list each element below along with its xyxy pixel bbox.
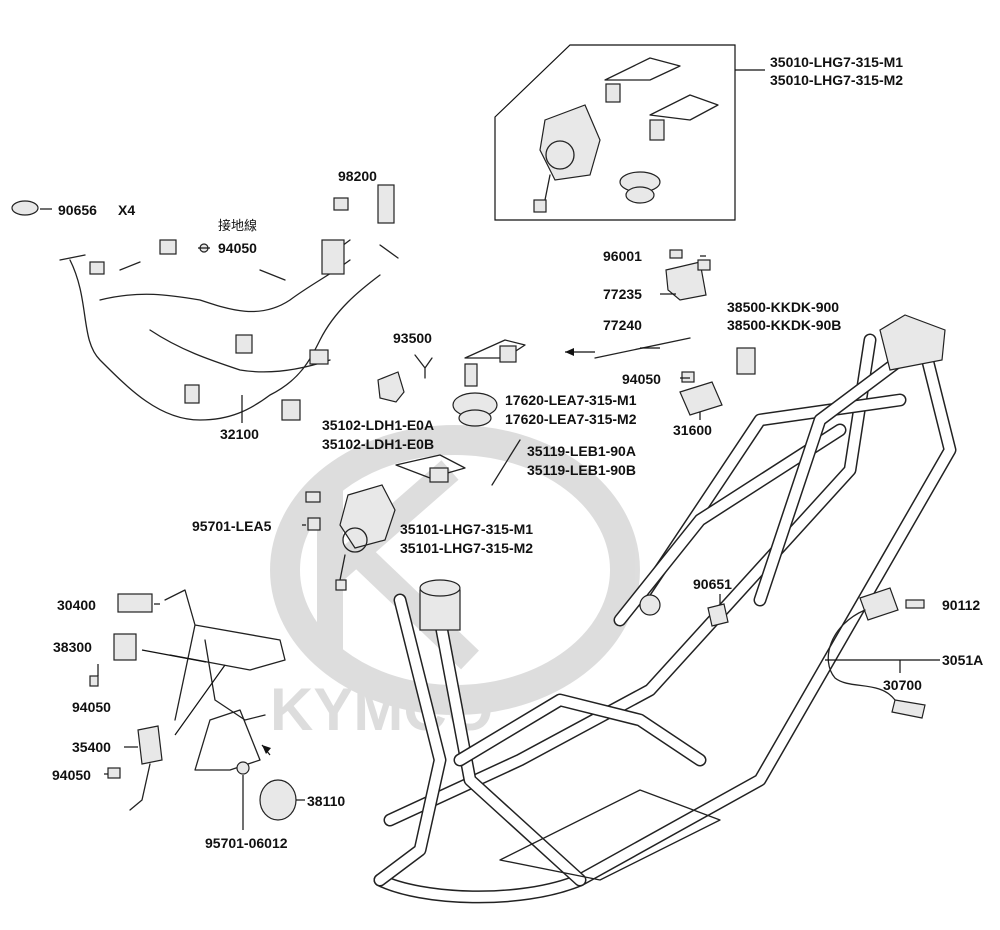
connector-98200-part (333, 197, 349, 211)
ignition-coil-part (825, 587, 940, 719)
label-mirror-qty: X4 (118, 202, 135, 218)
clamp-90651-part (707, 603, 729, 627)
label-nut-94050-left: 94050 (72, 699, 111, 715)
lock-35102-part (377, 371, 405, 403)
label-horn-35400: 35400 (72, 739, 111, 755)
label-connector-98200: 98200 (338, 168, 377, 184)
ignition-switch-part (335, 454, 466, 591)
wiring-harness-part (59, 184, 399, 423)
leader-lines (97, 247, 721, 775)
label-ignition-set-m2: 35010-LHG7-315-M2 (770, 72, 903, 88)
regulator-part (679, 381, 723, 416)
label-rod-a: 35119-LEB1-90A (527, 443, 636, 459)
label-switch-m1: 35101-LHG7-315-M1 (400, 521, 533, 537)
label-ignition-set-m1: 35010-LHG7-315-M1 (770, 54, 903, 70)
label-lock-b: 35102-LDH1-E0B (322, 436, 434, 452)
label-nut-94050-bottom: 94050 (52, 767, 91, 783)
ignition-set-box (494, 44, 765, 221)
mirror-part (11, 200, 52, 216)
label-regulator-31600: 31600 (673, 422, 712, 438)
label-mirror: 90656 (58, 202, 97, 218)
label-ground-cn: 接地線 (218, 218, 257, 234)
label-bracket-77235: 77235 (603, 286, 642, 302)
nut-94050-part (681, 371, 695, 383)
cable-77240-part (565, 337, 691, 359)
label-cable-77240: 77240 (603, 317, 642, 333)
label-relay-b: 38500-KKDK-90B (727, 317, 841, 333)
label-bolt-90112: 90112 (942, 597, 980, 613)
label-cdi-30400: 30400 (57, 597, 96, 613)
label-fuel-cap-m2: 17620-LEA7-315-M2 (505, 411, 637, 427)
scooter-frame (373, 314, 957, 904)
label-plug-30700: 30700 (883, 677, 922, 693)
clip-93500-part (414, 354, 433, 379)
handlebar-bracket-part (89, 589, 305, 830)
label-relay-a: 38500-KKDK-900 (727, 299, 839, 315)
label-fuel-cap-m1: 17620-LEA7-315-M1 (505, 392, 637, 408)
label-screw-95701: 95701-LEA5 (192, 518, 272, 534)
bracket-77235-part (665, 249, 711, 301)
label-harness-32100: 32100 (220, 426, 259, 442)
label-bolt-95701-06012: 95701-06012 (205, 835, 288, 851)
label-clamp-90651: 90651 (693, 576, 732, 592)
label-coil-3051A: 3051A (942, 652, 983, 668)
label-bolt-96001: 96001 (603, 248, 642, 264)
screw-95701-part (305, 491, 321, 531)
label-lock-a: 35102-LDH1-E0A (322, 417, 434, 433)
label-horn-38110: 38110 (307, 793, 345, 809)
label-rod-b: 35119-LEB1-90B (527, 462, 636, 478)
rod-part (491, 439, 521, 486)
part-labels: 35010-LHG7-315-M1 35010-LHG7-315-M2 9065… (52, 54, 983, 851)
relay-part (736, 347, 756, 375)
label-switch-m2: 35101-LHG7-315-M2 (400, 540, 533, 556)
label-clip-93500: 93500 (393, 330, 432, 346)
label-nut-94050-top: 94050 (218, 240, 257, 256)
label-nut-94050-mid: 94050 (622, 371, 661, 387)
fuel-cap-part (452, 339, 526, 427)
label-flasher-38300: 38300 (53, 639, 92, 655)
